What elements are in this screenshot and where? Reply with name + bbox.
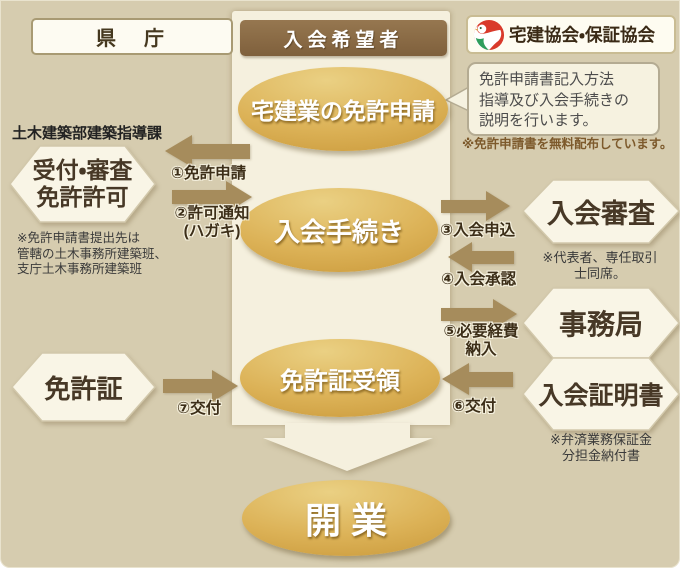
reception-hexagon-label: 受付・審査 免許許可 <box>32 157 133 210</box>
certificate-hexagon-label: 入会証明書 <box>538 382 664 410</box>
free-distribution-note: ※免許申請書を無料配布しています。 <box>462 137 673 151</box>
certificate-note: ※弁済業務保証金 分担金納付書 <box>550 432 652 463</box>
step-7-label: ⑦交付 <box>177 400 222 417</box>
step-3-label: ③入会申込 <box>440 222 516 239</box>
association-callout: 免許申請書記入方法 指導及び入会手続きの 説明を行います。 <box>467 62 660 136</box>
ellipse-license-receipt: 免許証受領 <box>240 339 440 417</box>
association-header: 宅建協会・保証協会 <box>466 15 676 54</box>
arrow-6-certificate-issue <box>442 363 513 395</box>
prefecture-header-label: 県 庁 <box>96 28 168 50</box>
ellipse-business-opening: 開業 <box>242 480 450 556</box>
hato-mark-icon <box>473 19 505 50</box>
step-5-label: ⑤必要経費 納入 <box>443 323 519 358</box>
applicant-header: 入会希望者 <box>240 20 447 56</box>
license-hexagon-label: 免許証 <box>44 373 123 404</box>
screening-hexagon-label: 入会審査 <box>547 199 655 229</box>
submission-note: ※免許申請書提出先は 管轄の土木事務所建築班、 支庁土木事務所建築班 <box>17 231 168 276</box>
step-1-label: ①免許申請 <box>171 165 247 182</box>
dept-label: 土木建築部建築指導課 <box>12 125 163 142</box>
down-arrow-shape <box>263 423 433 471</box>
prefecture-header: 県 庁 <box>31 18 233 55</box>
association-header-label: 宅建協会・保証協会 <box>509 25 655 45</box>
ellipse-license-receipt-label: 免許証受領 <box>280 367 400 395</box>
ellipse-business-opening-label: 開業 <box>304 500 397 541</box>
step-6-label: ⑥交付 <box>452 398 497 415</box>
step-4-label: ④入会承認 <box>441 271 517 288</box>
step-2-label: ②許可通知 (ハガキ) <box>174 205 250 240</box>
screening-note: ※代表者、専任取引 士同席。 <box>542 250 658 281</box>
ellipse-membership-procedure-label: 入会手続き <box>273 216 404 247</box>
ellipse-license-application: 宅建業の免許申請 <box>238 67 448 151</box>
arrow-3-membership-application <box>441 191 510 221</box>
office-hexagon-label: 事務局 <box>558 309 643 340</box>
applicant-header-label: 入会希望者 <box>283 29 404 51</box>
ellipse-license-application-label: 宅建業の免許申請 <box>251 98 435 124</box>
ellipse-membership-procedure: 入会手続き <box>240 188 438 272</box>
